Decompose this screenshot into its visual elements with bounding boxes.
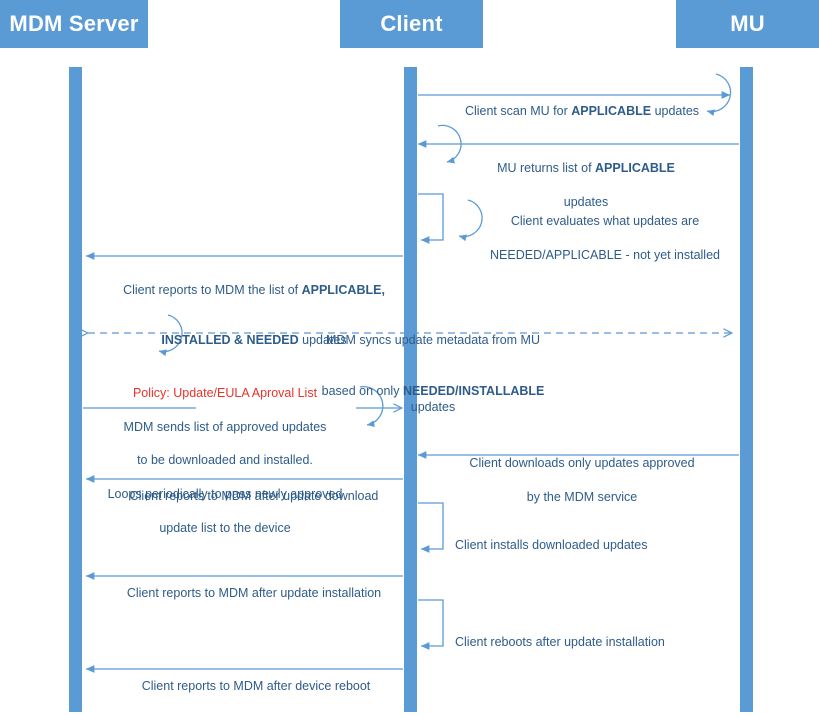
msg7-line2: by the MDM service [526, 489, 638, 504]
msg4-text-bold2: INSTALLED & NEEDED [161, 333, 299, 348]
msg5-line2: based on only NEEDED/INSTALLABLE updates [300, 366, 566, 417]
msg1-text-pre: Client scan MU for [464, 103, 572, 118]
message-label-client-reports-list: Client reports to MDM the list of APPLIC… [104, 248, 404, 366]
message-label-mdm-sends-approved-updates: Policy: Update/EULA Aproval List MDM sen… [95, 368, 355, 554]
msg4-line1: Client reports to MDM the list of APPLIC… [104, 265, 404, 299]
msg11-text: Client reboots after update installation [455, 634, 665, 649]
msg7-line1: Client downloads only updates approved [469, 455, 695, 470]
message-label-client-reports-after-download: Client reports to MDM after update downl… [110, 471, 398, 505]
msg8-text: Client reports to MDM after update downl… [129, 488, 379, 503]
msg2-text-pre: MU returns list of [497, 160, 596, 175]
message-arrow-client-reboots-self[interactable] [418, 599, 444, 650]
message-arrow-client-evaluates-self[interactable] [418, 193, 483, 244]
msg10-text: Client reports to MDM after update insta… [126, 585, 382, 600]
msg6-line5: update list to the device [159, 520, 291, 535]
msg3-line1: Client evaluates what updates are [510, 213, 700, 228]
msg5-text-tail: updates [410, 400, 456, 415]
message-label-client-scan-mu: Client scan MU for APPLICABLE updates [462, 86, 702, 120]
lifeline-mu [740, 67, 753, 712]
msg2-line2: updates [563, 194, 609, 209]
msg1-text-tail: updates [651, 103, 700, 118]
msg4-text-pre: Client reports to MDM the list of [123, 282, 302, 297]
msg5-text-pre: based on only [321, 383, 403, 398]
msg4-text-tail: updates [298, 333, 347, 348]
message-label-client-reports-after-reboot: Client reports to MDM after device reboo… [120, 661, 392, 695]
message-label-mdm-syncs-metadata: MDM syncs update metadata from MU based … [300, 315, 566, 433]
participant-header-mu[interactable]: MU [676, 0, 819, 48]
participant-label-client: Client [380, 11, 443, 36]
msg4-text-bold1: APPLICABLE, [301, 282, 385, 297]
message-label-client-downloads-approved: Client downloads only updates approved b… [462, 438, 702, 522]
lifeline-client [404, 67, 417, 712]
msg5-text-bold: NEEDED/INSTALLABLE [402, 383, 545, 398]
msg6-line4: Loops periodically to pass newly approve… [107, 487, 343, 502]
msg2-text-bold: APPLICABLE [595, 160, 675, 175]
participant-label-mdm-server: MDM Server [9, 11, 139, 36]
msg9-text: Client installs downloaded updates [455, 537, 648, 552]
msg12-text: Client reports to MDM after device reboo… [141, 678, 371, 693]
participant-header-mdm-server[interactable]: MDM Server [0, 0, 148, 48]
message-label-mu-returns-list: MU returns list of APPLICABLE updates [476, 126, 696, 227]
msg4-line2: INSTALLED & NEEDED updates [104, 316, 404, 350]
participant-header-client[interactable]: Client [340, 0, 483, 48]
msg2-line1: MU returns list of APPLICABLE [476, 143, 696, 177]
msg6-line3: to be downloaded and installed. [137, 453, 313, 468]
msg1-text-bold: APPLICABLE [571, 103, 652, 118]
message-label-client-reboots: Client reboots after update installation [455, 617, 685, 651]
message-label-client-evaluates: Client evaluates what updates are NEEDED… [480, 196, 730, 280]
msg3-line2: NEEDED/APPLICABLE - not yet installed [490, 247, 720, 262]
msg5-line1: MDM syncs update metadata from MU [326, 332, 540, 347]
lifeline-mdm-server [69, 67, 82, 712]
msg6-policy-line: Policy: Update/EULA Aproval List [132, 385, 318, 400]
message-arrow-client-installs-self[interactable] [418, 502, 444, 553]
participant-label-mu: MU [730, 11, 765, 36]
message-label-client-installs: Client installs downloaded updates [455, 520, 675, 554]
msg6-line2: MDM sends list of approved updates [123, 419, 327, 434]
message-label-client-reports-after-installation: Client reports to MDM after update insta… [108, 568, 400, 602]
